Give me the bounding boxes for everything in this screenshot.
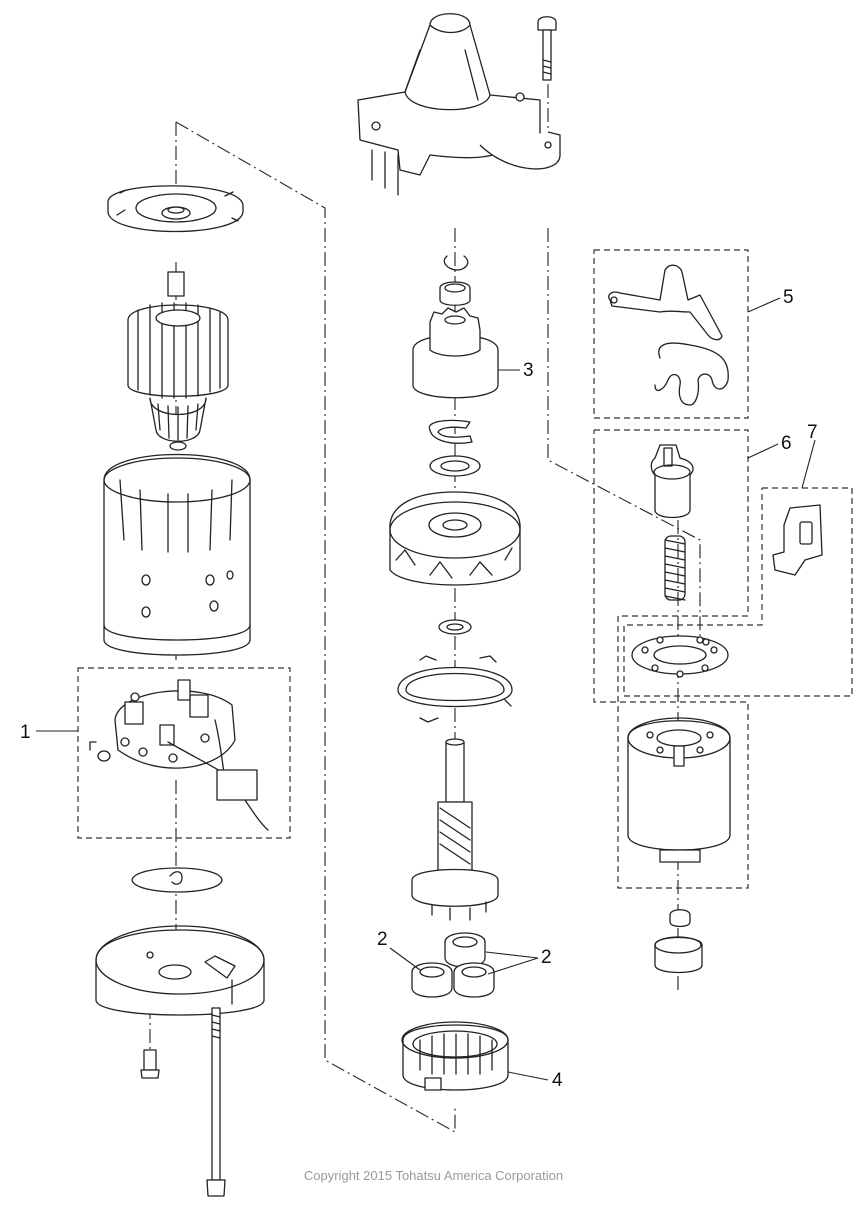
solenoid-body — [627, 717, 731, 863]
center-bearing-housing — [389, 491, 521, 586]
washer — [429, 455, 481, 477]
end-plate — [107, 185, 244, 233]
callout-labels: 1 2 2 3 4 5 6 7 — [20, 287, 818, 1091]
output-shaft — [411, 738, 499, 921]
callout-2b: 2 — [541, 947, 552, 968]
gasket — [631, 635, 729, 678]
callout-7: 7 — [807, 422, 818, 443]
brush-holder-group — [36, 667, 291, 839]
cover-group — [623, 439, 853, 697]
stop-collar — [439, 281, 471, 306]
brush-spring — [131, 867, 223, 893]
planetary-gear-c — [453, 962, 495, 998]
yoke — [103, 453, 251, 656]
plunger-group — [593, 429, 779, 889]
callout-3: 3 — [523, 360, 534, 381]
armature — [127, 271, 229, 451]
planetary-gear-a — [444, 932, 486, 968]
callout-6: 6 — [781, 433, 792, 454]
small-washer — [438, 619, 472, 635]
callout-4: 4 — [552, 1070, 563, 1091]
nut-and-boot — [654, 909, 703, 974]
rear-bracket — [95, 925, 265, 1016]
snap-ring — [443, 255, 469, 271]
internal-gear — [401, 1021, 549, 1091]
screws-rear — [140, 1007, 226, 1197]
gear-plate — [397, 655, 513, 723]
planetary-gears — [389, 932, 539, 998]
callout-5: 5 — [783, 287, 794, 308]
copyright-notice: Copyright 2015 Tohatsu America Corporati… — [303, 1168, 564, 1183]
lever-spring-group — [593, 249, 781, 419]
e-ring — [428, 419, 473, 444]
pinion-clutch — [412, 307, 520, 399]
front-bracket — [357, 13, 561, 196]
planetary-gear-b — [411, 962, 453, 998]
callout-2a: 2 — [377, 929, 388, 950]
callout-1: 1 — [20, 722, 31, 743]
bolt-front — [537, 16, 557, 81]
